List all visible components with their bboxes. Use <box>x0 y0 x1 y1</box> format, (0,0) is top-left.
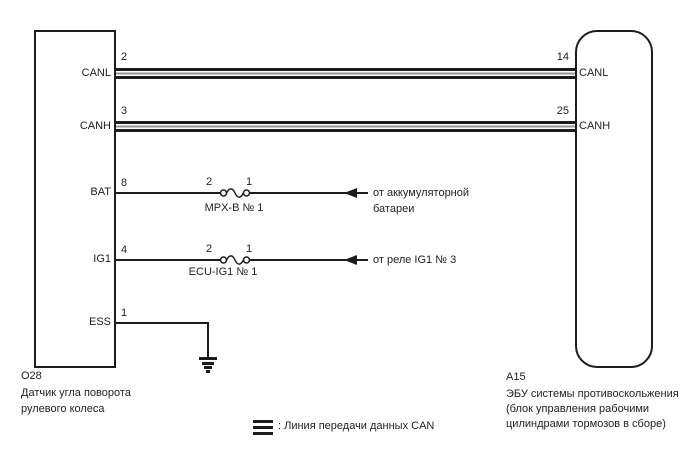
ig1-wire-left-segment <box>115 259 221 261</box>
right-component-desc-line1: ЭБУ системы противоскольжения <box>506 388 679 400</box>
fuse-ig1-pin-out: 1 <box>246 243 253 255</box>
pin-label-bat: BAT <box>90 186 111 198</box>
battery-source-label-line2: батареи <box>373 203 415 215</box>
ig1-relay-source-label: от реле IG1 № 3 <box>373 254 457 266</box>
pin-num-canl-right: 14 <box>556 51 569 63</box>
legend-label: : Линия передачи данных CAN <box>278 420 435 432</box>
left-component-id: O28 <box>21 370 42 382</box>
pin-label-ess: ESS <box>88 316 111 328</box>
arrow-left-icon <box>344 255 357 265</box>
right-component-desc-line3: цилиндрами тормозов в сборе) <box>506 418 666 430</box>
pin-num-ess: 1 <box>121 307 128 319</box>
pin-num-canh-right: 25 <box>556 105 569 117</box>
left-component-box <box>34 30 116 368</box>
can-high-bus-line <box>115 121 576 132</box>
bat-wire-left-segment <box>115 192 221 194</box>
right-component-id: A15 <box>506 371 526 383</box>
fuse-mpx-b-icon <box>219 188 251 198</box>
pin-num-bat: 8 <box>121 177 128 189</box>
fuse-bat-pin-in: 2 <box>206 176 213 188</box>
fuse-ecu-ig1-icon <box>219 255 251 265</box>
ess-wire <box>115 322 209 324</box>
fuse-ig1-pin-in: 2 <box>206 243 213 255</box>
left-component-desc-line2: рулевого колеса <box>21 403 105 415</box>
pin-label-canl-right: CANL <box>579 67 609 79</box>
right-component-box <box>575 30 653 368</box>
left-component-desc-line1: Датчик угла поворота <box>21 387 131 399</box>
pin-label-canh-right: CANH <box>579 120 611 132</box>
can-low-bus-line <box>115 68 576 79</box>
fuse-ig1-label: ECU-IG1 № 1 <box>188 266 258 278</box>
ess-ground-drop-wire <box>207 322 209 358</box>
pin-num-canh-left: 3 <box>121 105 128 117</box>
arrow-left-icon <box>344 188 357 198</box>
fuse-bat-label: MPX-B № 1 <box>204 202 264 214</box>
pin-label-canh-left: CANH <box>79 120 111 132</box>
pin-label-canl-left: CANL <box>81 67 111 79</box>
pin-label-ig1: IG1 <box>93 253 111 265</box>
pin-num-canl-left: 2 <box>121 51 128 63</box>
pin-num-ig1: 4 <box>121 244 128 256</box>
ig1-wire-right-segment <box>248 259 368 261</box>
battery-source-label-line1: от аккумуляторной <box>373 187 470 199</box>
right-component-desc-line2: (блок управления рабочими <box>506 403 650 415</box>
fuse-bat-pin-out: 1 <box>246 176 253 188</box>
bat-wire-right-segment <box>248 192 368 194</box>
